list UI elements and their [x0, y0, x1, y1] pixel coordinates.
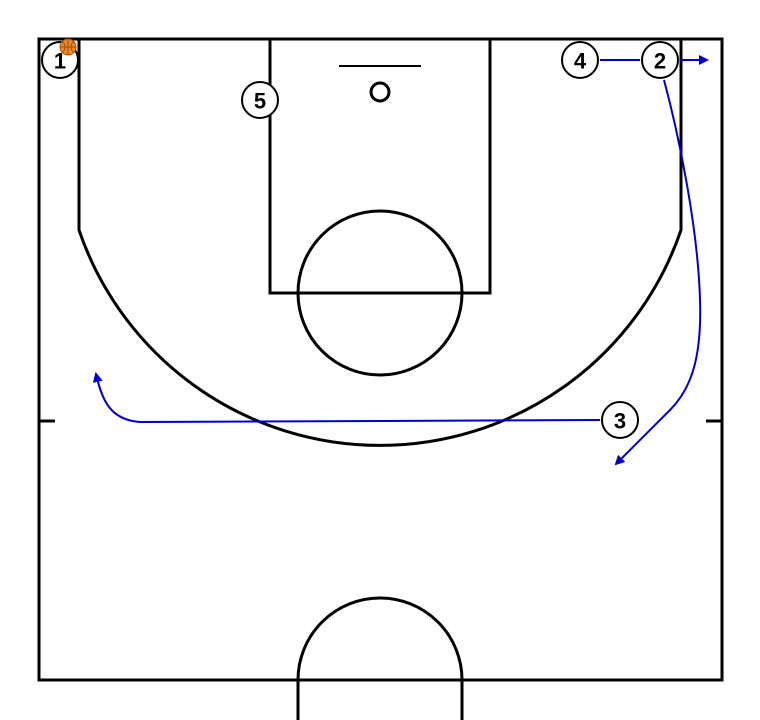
paint-lane: [268, 37, 492, 295]
svg-text:3: 3: [614, 409, 626, 434]
three-point-line: [77, 39, 683, 447]
svg-text:4: 4: [574, 49, 587, 74]
player-3-cut-path: [92, 372, 601, 424]
svg-text:5: 5: [254, 89, 266, 114]
svg-text:2: 2: [654, 49, 666, 74]
rim: [369, 81, 391, 103]
player-3: 3: [601, 401, 639, 439]
player-2: 2: [641, 41, 679, 79]
court-boundary: [37, 37, 724, 682]
player-5: 5: [241, 81, 279, 119]
player-4: 4: [561, 41, 599, 79]
player-2-cut-down-path: [614, 79, 702, 466]
basketball-icon: [59, 38, 77, 56]
svg-text:1: 1: [54, 49, 66, 74]
free-throw-circle: [296, 209, 464, 377]
center-circle: [296, 596, 464, 720]
